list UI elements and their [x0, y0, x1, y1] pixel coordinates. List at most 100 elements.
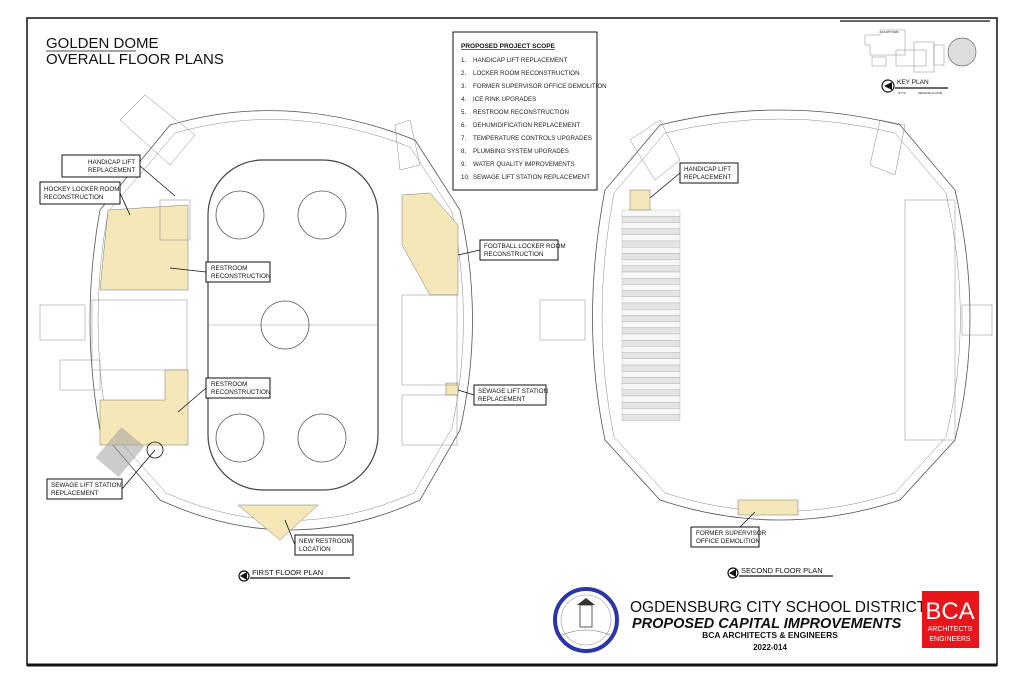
svg-text:BCA: BCA: [925, 598, 974, 625]
scope-item: RESTROOM RECONSTRUCTION: [473, 109, 569, 116]
svg-text:FOOTBALL LOCKER ROOM: FOOTBALL LOCKER ROOM: [484, 243, 566, 250]
key-plan-courtyard-label: COURTYARD: [880, 30, 900, 34]
svg-text:FORMER SUPERVISOR: FORMER SUPERVISOR: [696, 530, 767, 537]
scope-item-number: 5.: [461, 109, 466, 116]
bleacher-row: [621, 271, 681, 279]
svg-text:REPLACEMENT: REPLACEMENT: [51, 490, 98, 497]
bleacher-row: [621, 340, 681, 347]
svg-text:SEWAGE LIFT STATION: SEWAGE LIFT STATION: [51, 482, 122, 489]
svg-text:REPLACEMENT: REPLACEMENT: [684, 174, 731, 181]
callout-supervisor-office: FORMER SUPERVISOR OFFICE DEMOLITION: [690, 511, 767, 548]
bleacher-row: [621, 352, 681, 359]
sheet-title-line2: OVERALL FLOOR PLANS: [46, 51, 224, 68]
svg-text:OFFICE DEMOLITION: OFFICE DEMOLITION: [696, 538, 760, 545]
scope-item-number: 10.: [461, 174, 470, 181]
bleacher-row: [621, 327, 681, 335]
callout-restroom-1: RESTROOM RECONSTRUCTION: [169, 261, 271, 283]
bleacher-row: [621, 358, 681, 366]
svg-text:ENGINEERS: ENGINEERS: [929, 636, 971, 643]
scope-item: SEWAGE LIFT STATION REPLACEMENT: [473, 174, 590, 181]
bleacher-row: [621, 259, 681, 266]
svg-text:RECONSTRUCTION: RECONSTRUCTION: [44, 194, 104, 201]
scope-item-number: 9.: [461, 161, 466, 168]
district-name: OGDENSBURG CITY SCHOOL DISTRICT: [630, 599, 927, 616]
svg-text:RECONSTRUCTION: RECONSTRUCTION: [211, 273, 271, 280]
bleacher-row: [621, 364, 681, 372]
bleacher-row: [621, 284, 681, 291]
key-plan-title: KEY PLAN: [897, 79, 929, 86]
scope-item: TEMPERATURE CONTROLS UPGRADES: [473, 135, 592, 142]
project-name: PROPOSED CAPITAL IMPROVEMENTS: [632, 616, 902, 632]
bleacher-row: [621, 240, 681, 248]
bleacher-row: [621, 228, 681, 235]
bleacher-row: [621, 377, 681, 384]
callout-handicap-lift-1: HANDICAP LIFT REPLACEMENT: [61, 154, 176, 197]
callout-football-locker: FOOTBALL LOCKER ROOM RECONSTRUCTION: [457, 239, 566, 261]
bleacher-row: [621, 389, 681, 397]
scope-item: PLUMBING SYSTEM UPGRADES: [473, 148, 569, 155]
callout-handicap-lift-2: HANDICAP LIFT REPLACEMENT: [649, 162, 739, 199]
svg-text:SECOND FLOOR PLAN: SECOND FLOOR PLAN: [741, 566, 823, 575]
bleacher-row: [621, 296, 681, 304]
svg-text:NEW RESTROOM: NEW RESTROOM: [299, 538, 352, 545]
key-plan-floor: SECOND FLOOR: [918, 91, 943, 95]
bleacher-row: [621, 247, 681, 254]
bleacher-row: [621, 383, 681, 390]
bleacher-row: [621, 315, 681, 322]
scope-item-number: 7.: [461, 135, 466, 142]
west-bleachers: [621, 209, 681, 421]
svg-text:HOCKEY LOCKER ROOM: HOCKEY LOCKER ROOM: [44, 186, 119, 193]
callout-restroom-2: RESTROOM RECONSTRUCTION: [177, 377, 271, 413]
bleacher-row: [621, 309, 681, 316]
callout-sewage-east: SEWAGE LIFT STATION REPLACEMENT: [457, 384, 549, 406]
first-floor-plan: [39, 94, 473, 541]
callout-sewage-west: SEWAGE LIFT STATION REPLACEMENT: [46, 449, 156, 500]
key-plan-dome-highlight: [947, 37, 977, 67]
svg-text:REPLACEMENT: REPLACEMENT: [88, 167, 135, 174]
svg-text:RECONSTRUCTION: RECONSTRUCTION: [484, 251, 544, 258]
svg-text:FIRST FLOOR PLAN: FIRST FLOOR PLAN: [252, 568, 323, 577]
svg-text:RECONSTRUCTION: RECONSTRUCTION: [211, 389, 271, 396]
bleacher-row: [621, 346, 681, 353]
scope-item: WATER QUALITY IMPROVEMENTS: [473, 161, 575, 168]
second-floor-plan-title: SECOND FLOOR PLAN: [727, 566, 833, 579]
bleacher-row: [621, 402, 681, 409]
bleacher-row: [621, 395, 681, 403]
scope-item: DEHUMIDIFICATION REPLACEMENT: [473, 122, 580, 129]
svg-text:RESTROOM: RESTROOM: [211, 381, 247, 388]
scope-item-number: 6.: [461, 122, 466, 129]
bca-logo: BCA ARCHITECTS ENGINEERS: [922, 591, 979, 648]
bleacher-row: [621, 234, 681, 242]
sheet-title-line1: GOLDEN DOME: [46, 35, 159, 52]
svg-text:SEWAGE LIFT STATION: SEWAGE LIFT STATION: [478, 388, 549, 395]
second-floor-plan: [539, 109, 993, 521]
scope-item-number: 3.: [461, 83, 466, 90]
bleacher-row: [621, 222, 681, 229]
scope-item: FORMER SUPERVISOR OFFICE DEMOLITION: [473, 83, 607, 90]
bleacher-row: [621, 408, 681, 415]
scope-heading: PROPOSED PROJECT SCOPE: [461, 43, 556, 50]
bleacher-row: [621, 278, 681, 285]
bleacher-row: [621, 265, 681, 273]
scope-item-number: 2.: [461, 70, 466, 77]
firm-name: BCA ARCHITECTS & ENGINEERS: [702, 630, 838, 640]
scope-item-number: 1.: [461, 57, 466, 64]
bleacher-row: [621, 414, 681, 421]
bleacher-row: [621, 371, 681, 378]
project-number: 2022-014: [753, 643, 787, 652]
svg-text:HANDICAP LIFT: HANDICAP LIFT: [684, 166, 731, 173]
bleacher-row: [621, 253, 681, 260]
scope-item: LOCKER ROOM RECONSTRUCTION: [473, 70, 580, 77]
key-plan-scale: N.T.S.: [898, 91, 906, 95]
bleacher-row: [621, 209, 681, 217]
svg-text:LOCATION: LOCATION: [299, 546, 331, 553]
callout-hockey-locker: HOCKEY LOCKER ROOM RECONSTRUCTION: [39, 181, 131, 216]
bleacher-row: [621, 290, 681, 297]
svg-text:ARCHITECTS: ARCHITECTS: [928, 626, 973, 633]
scope-item: HANDICAP LIFT REPLACEMENT: [473, 57, 568, 64]
scope-item-number: 4.: [461, 96, 466, 103]
bleacher-row: [621, 216, 681, 223]
project-scope-box: PROPOSED PROJECT SCOPE 1. HANDICAP LIFT R…: [452, 31, 607, 191]
bleacher-row: [621, 333, 681, 341]
